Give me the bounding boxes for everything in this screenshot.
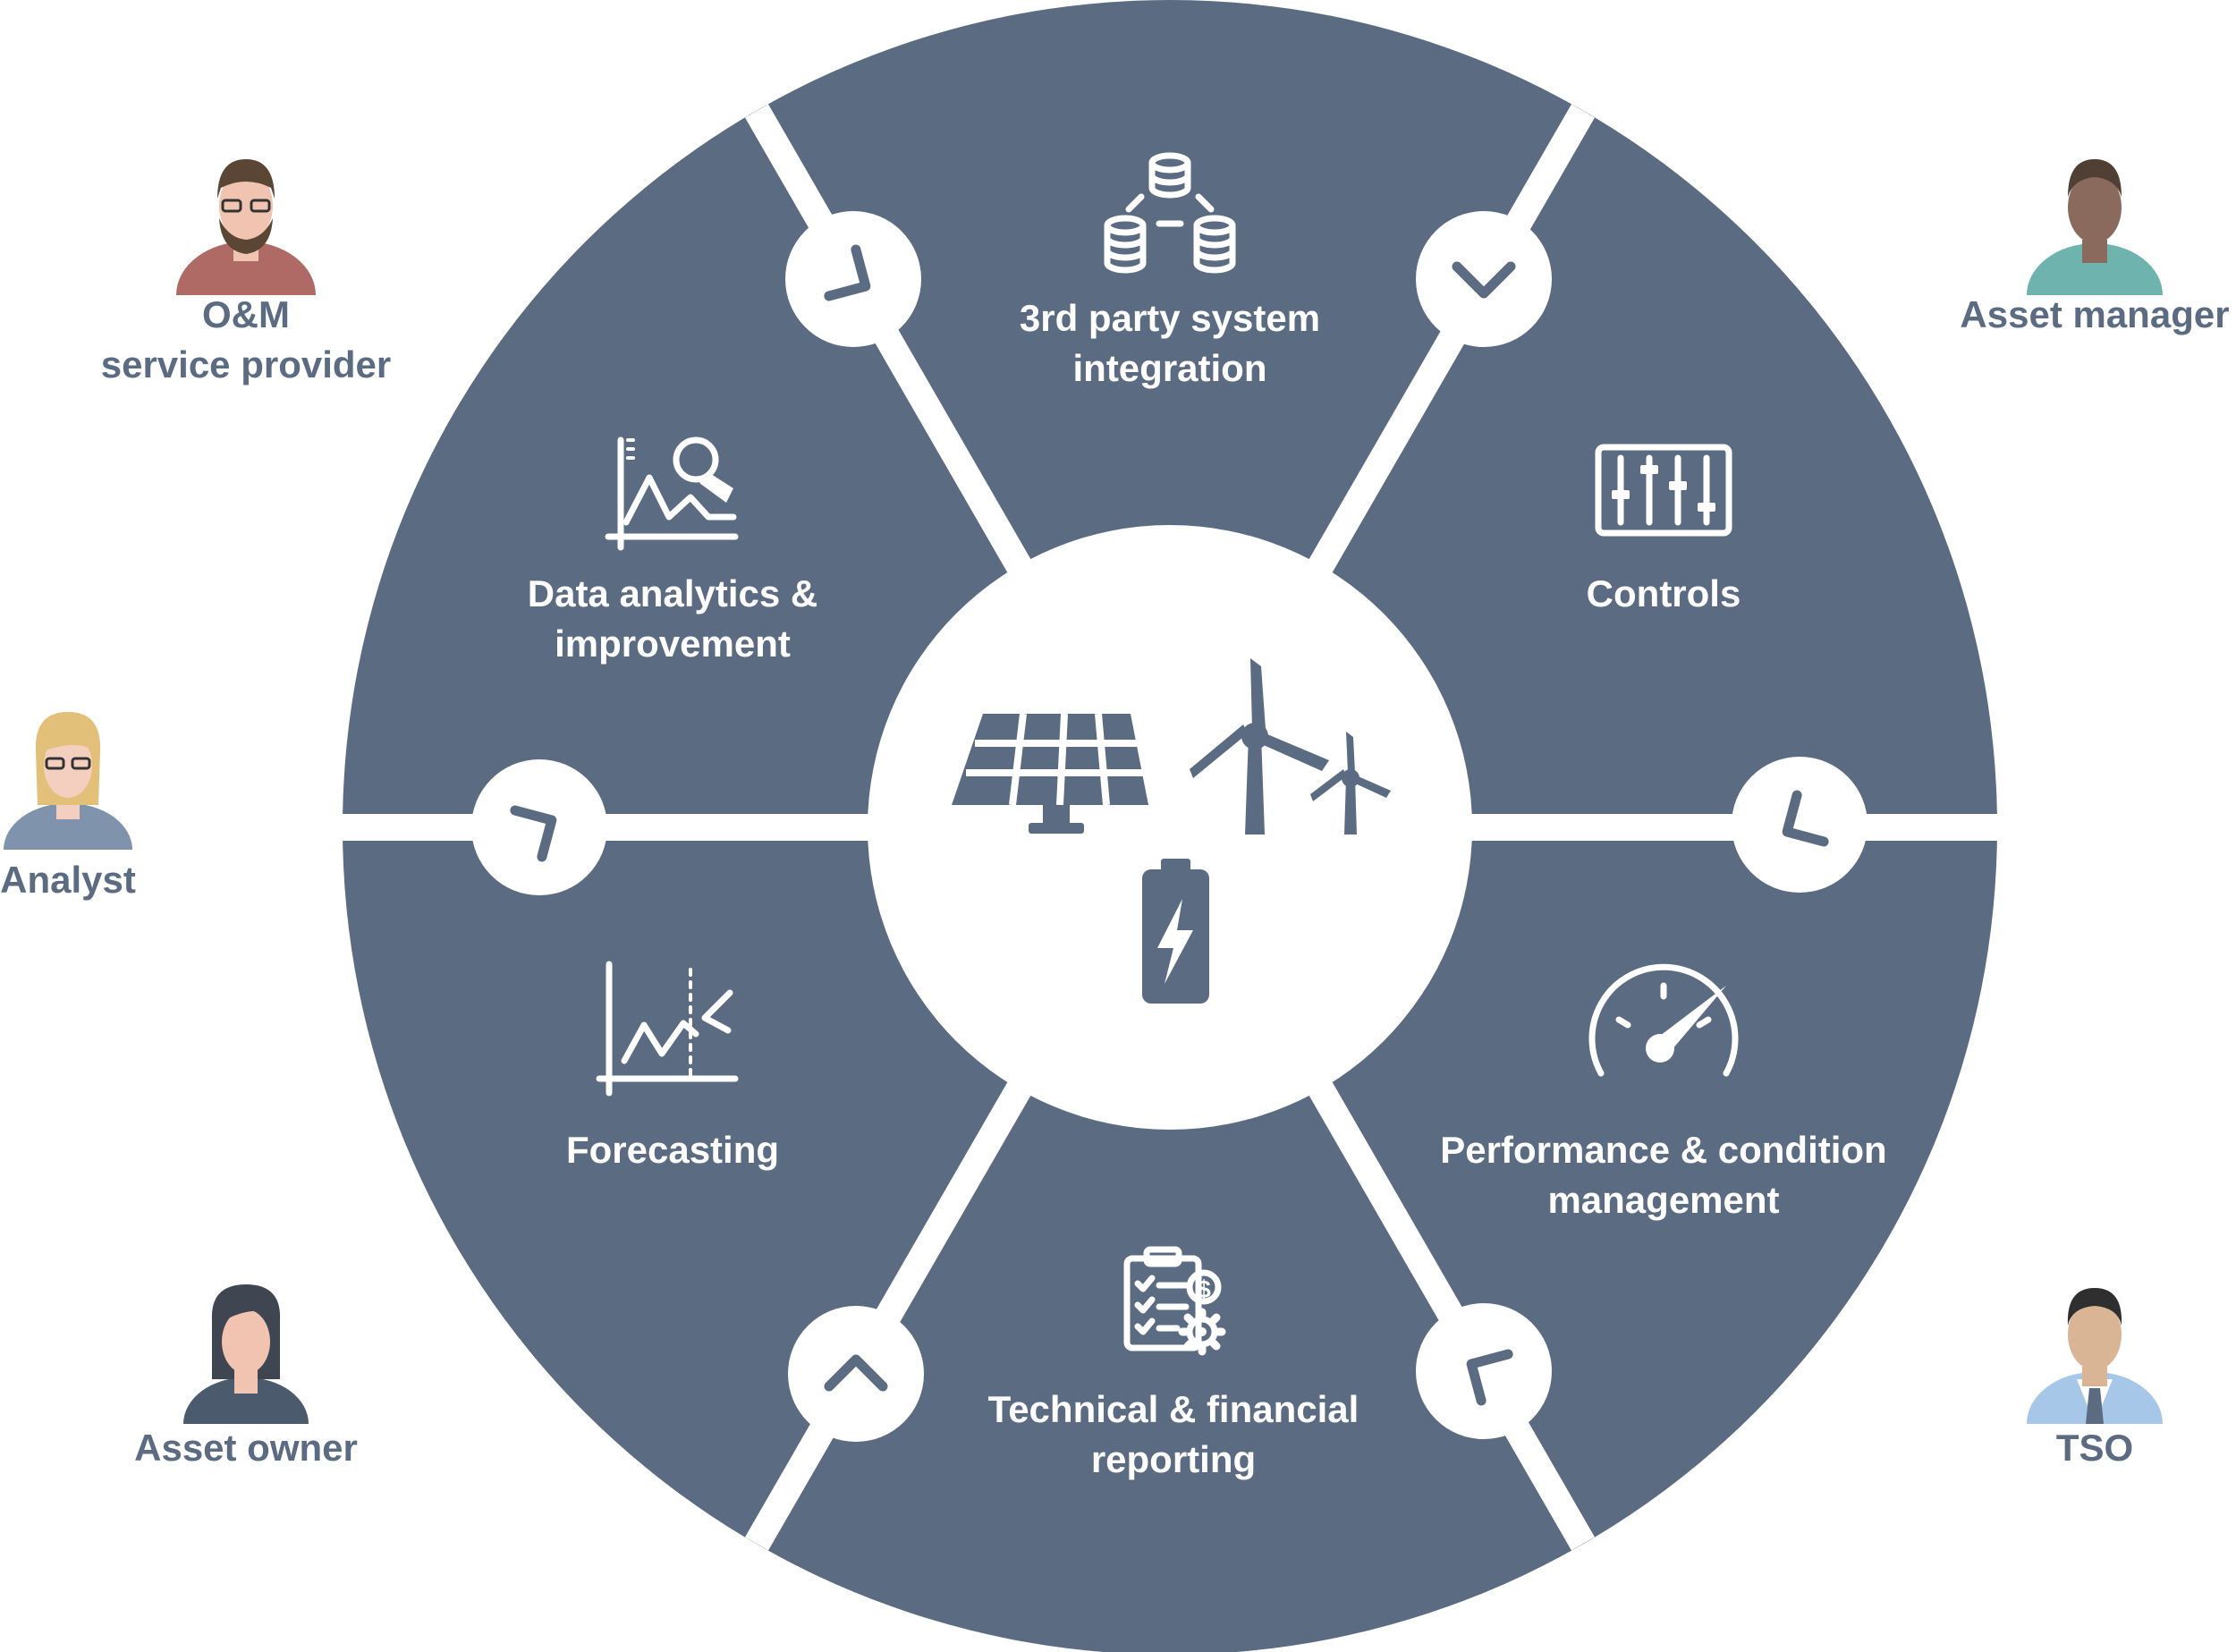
solar-panel-icon: [952, 713, 1148, 834]
chevron-icon: [1466, 1349, 1513, 1406]
clipboard-dollar-gear-icon: $: [1123, 1246, 1226, 1356]
connector-circle: [471, 759, 607, 895]
segment-label-forecasting-line-1: Forecasting: [566, 1129, 779, 1171]
connector-circle: [1416, 1303, 1552, 1439]
segment-label-third-party-line-1: 3rd party system: [1020, 297, 1320, 339]
connector-group: [471, 211, 1868, 1442]
sliders-icon: [1595, 444, 1732, 537]
bearded-man-glasses-avatar: [176, 159, 316, 295]
database-network-icon: [1104, 152, 1236, 274]
connector-6: [471, 759, 607, 895]
person-label-asset-owner-line-1: Asset owner: [134, 1427, 358, 1469]
segment-label-performance-line-1: Performance & condition: [1440, 1129, 1886, 1171]
svg-text:$: $: [1197, 1275, 1211, 1303]
person-label-tso-line-1: TSO: [2056, 1427, 2133, 1469]
chart-magnifier-icon: [605, 436, 739, 551]
connector-4: [1416, 1303, 1552, 1439]
person-label-om-line-1: O&M: [202, 293, 290, 335]
man-avatar: [2027, 159, 2163, 295]
gauge-icon: [1588, 963, 1739, 1077]
segment-label-reporting-line-1: Technical & financial: [988, 1388, 1359, 1430]
hub-circle: [868, 525, 1472, 1130]
connector-circle: [785, 211, 921, 347]
woman-dark-hair-avatar: [183, 1284, 309, 1424]
segment-label-third-party-line-2: integration: [1073, 347, 1267, 389]
connector-5: [788, 1306, 924, 1442]
forecast-chart-icon: [596, 961, 739, 1097]
connector-circle: [1416, 211, 1552, 347]
connector-1: [785, 211, 921, 347]
person-label-asset-manager-line-1: Asset manager: [1960, 293, 2229, 335]
segment-label-analytics-line-1: Data analytics &: [528, 572, 817, 614]
man-suit-avatar: [2027, 1288, 2163, 1424]
person-label-om-line-2: service provider: [101, 343, 392, 385]
chevron-icon: [1452, 261, 1516, 299]
chevron-icon: [824, 244, 871, 301]
woman-glasses-avatar: [4, 712, 132, 850]
segment-label-reporting-line-2: reporting: [1091, 1438, 1256, 1480]
connector-circle: [1732, 757, 1868, 893]
segment-labels: 3rd party system integrationControlsPerfo…: [528, 297, 1887, 1480]
chevron-icon: [510, 805, 557, 862]
wind-turbine-icon: [1190, 658, 1391, 834]
connector-3: [1732, 757, 1868, 893]
chevron-icon: [824, 1354, 888, 1392]
person-labels: O&M service provider Asset managerAnalystA…: [0, 293, 2229, 1469]
connector-circle: [788, 1306, 924, 1442]
person-label-analyst-line-1: Analyst: [0, 859, 136, 901]
segment-label-analytics-line-2: improvement: [555, 623, 791, 665]
segment-label-performance-line-2: management: [1547, 1179, 1779, 1221]
battery-icon: [1142, 859, 1209, 1004]
segment-label-controls-line-1: Controls: [1587, 572, 1741, 614]
connector-2: [1416, 211, 1552, 347]
chevron-icon: [1782, 790, 1829, 847]
